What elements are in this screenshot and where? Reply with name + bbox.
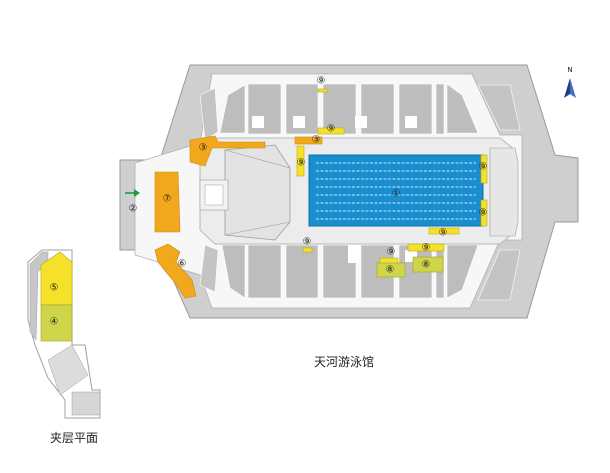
marker-zone-9-bottom-c: ⑨ (387, 247, 396, 258)
seating-side (199, 84, 521, 301)
orange-zones (154, 135, 323, 299)
zone-3-mid-area (294, 136, 323, 145)
marker-zone-8-right: ⑧ (422, 260, 431, 271)
marker-zone-9-bottom-b: ⑨ (422, 243, 431, 254)
marker-zone-3-upper: ③ (199, 143, 208, 154)
mezzanine-zone-4 (40, 304, 73, 342)
north-label: N (567, 66, 572, 74)
marker-zone-9-bottom-mid: ⑨ (439, 228, 448, 239)
mezzanine-zone-5 (40, 251, 73, 306)
marker-zone-9-left: ⑨ (297, 158, 306, 169)
marker-zone-9-top: ⑨ (317, 76, 326, 87)
marker-mezzanine-4: ④ (50, 317, 59, 328)
zone-6-area (154, 243, 197, 299)
entrance-arrow-icon (125, 189, 140, 197)
olive-zones (376, 256, 444, 278)
top-stand-boxes (252, 116, 417, 128)
marker-zone-8-left: ⑧ (386, 265, 395, 276)
marker-zone-7: ⑦ (163, 194, 172, 205)
marker-mezzanine-5: ⑤ (50, 283, 59, 294)
zone-3-upper-area (189, 135, 266, 167)
marker-zone-6: ⑥ (178, 259, 187, 270)
north-arrow-icon (564, 78, 576, 98)
mezzanine-plan (27, 249, 101, 419)
zone-7-area (154, 171, 181, 233)
mezzanine-caption: 夹层平面 (50, 431, 98, 445)
yellow-zones (296, 88, 488, 265)
venue-caption: 天河游泳馆 (314, 354, 374, 369)
marker-zone-9-upper-mid: ⑨ (327, 124, 336, 135)
pool-lanes (316, 162, 476, 220)
marker-zone-9-bottom-a: ⑨ (303, 237, 312, 248)
marker-zone-3-mid: ③ (312, 135, 321, 146)
swimming-pool (308, 154, 484, 227)
marker-zone-9-right-top: ⑨ (479, 162, 488, 173)
marker-entrance: ② (129, 204, 138, 215)
marker-pool: ① (392, 189, 401, 200)
marker-zone-9-right-bottom: ⑨ (479, 208, 488, 219)
